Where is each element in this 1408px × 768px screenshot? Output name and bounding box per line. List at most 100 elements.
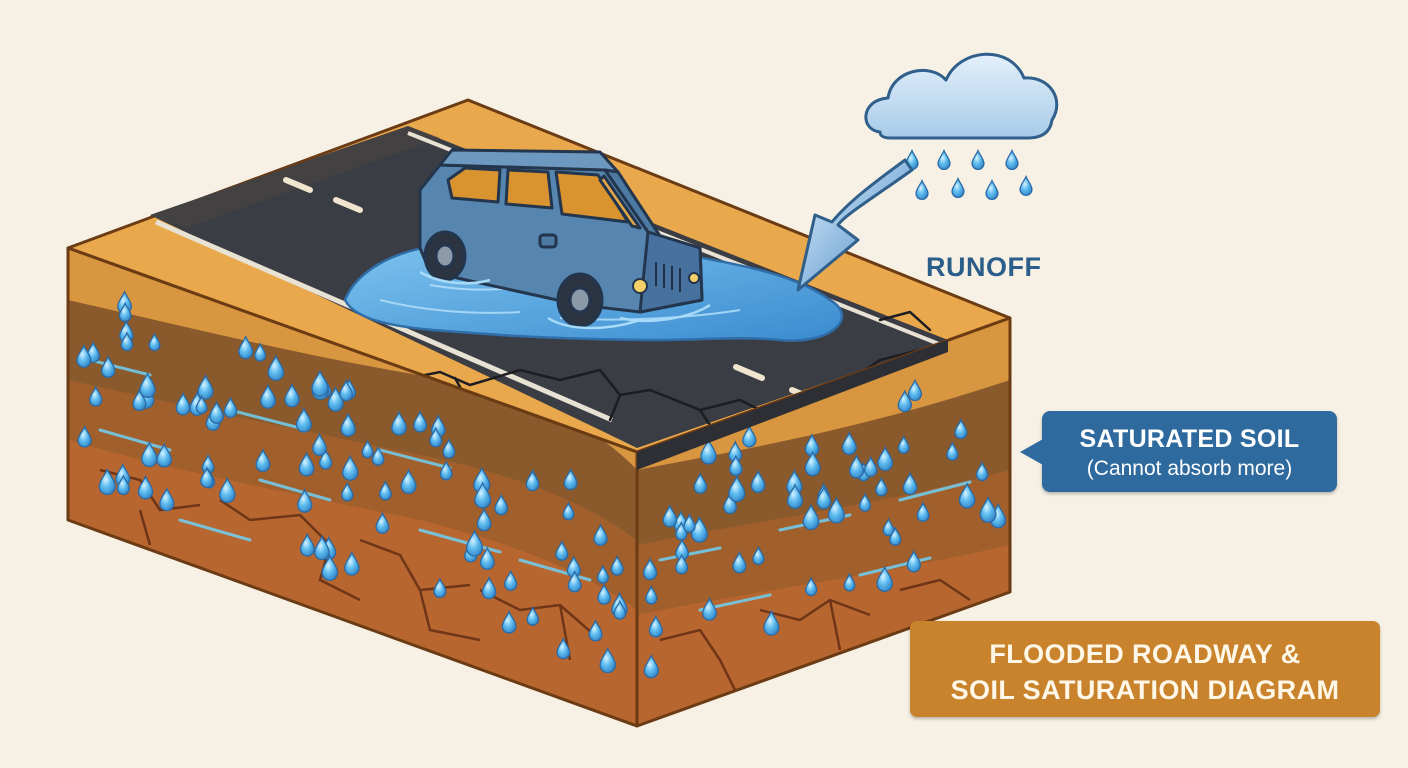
water-droplet-icon: [223, 396, 238, 418]
water-droplet-icon: [525, 469, 540, 492]
water-droplet-icon: [588, 618, 603, 642]
water-droplet-icon: [219, 476, 236, 504]
water-droplet-icon: [599, 646, 617, 674]
water-droplet-icon: [474, 481, 492, 509]
water-droplet-icon: [946, 441, 959, 461]
water-droplet-icon: [597, 582, 611, 605]
water-droplet-icon: [429, 426, 443, 448]
water-droplet-icon: [413, 410, 428, 433]
water-droplet-icon: [556, 637, 571, 660]
water-droplet-icon: [361, 439, 374, 459]
water-droplet-icon: [610, 554, 624, 576]
water-droplet-icon: [209, 400, 224, 424]
water-droplet-icon: [882, 517, 895, 537]
water-droplet-icon: [750, 469, 766, 493]
water-droplet-icon: [906, 549, 922, 573]
water-droplet-icon: [648, 614, 663, 638]
title-line-2: SOIL SATURATION DIAGRAM: [950, 675, 1340, 705]
water-droplet-icon: [683, 513, 696, 533]
water-droplet-icon: [298, 451, 315, 477]
water-droplet-icon: [267, 354, 285, 381]
water-droplet-icon: [897, 434, 910, 454]
water-droplet-icon: [195, 394, 208, 414]
callout-subtitle: (Cannot absorb more): [1086, 457, 1293, 480]
water-droplet-icon: [1005, 148, 1019, 170]
callout-title: SATURATED SOIL: [1079, 425, 1300, 453]
runoff-label: RUNOFF: [926, 252, 1042, 282]
water-droplet-icon: [76, 343, 92, 368]
water-droplet-icon: [439, 459, 453, 481]
water-droplet-icon: [563, 467, 578, 491]
water-droplet-icon: [311, 369, 329, 397]
water-droplet-icon: [433, 577, 447, 599]
car-icon: [418, 148, 704, 328]
water-droplet-icon: [693, 472, 708, 494]
water-droplet-icon: [742, 424, 757, 448]
water-droplet-icon: [816, 485, 832, 510]
water-droplet-icon: [77, 424, 92, 448]
water-droplet-icon: [391, 410, 407, 436]
water-droplet-icon: [562, 501, 575, 521]
water-droplet-icon: [700, 438, 717, 465]
water-droplet-icon: [98, 467, 116, 495]
water-droplet-icon: [254, 342, 267, 362]
water-droplet-icon: [503, 569, 518, 591]
water-droplet-icon: [341, 481, 354, 502]
water-droplet-icon: [137, 474, 154, 500]
water-droplet-icon: [238, 335, 254, 360]
water-droplet-icon: [642, 557, 658, 581]
water-droplet-icon: [494, 493, 509, 516]
water-droplet-icon: [465, 529, 484, 557]
water-droplet-icon: [340, 412, 356, 437]
water-droplet-icon: [786, 483, 804, 509]
water-droplet-icon: [371, 445, 385, 466]
water-droplet-icon: [858, 492, 872, 512]
water-droplet-icon: [120, 331, 134, 352]
water-droplet-icon: [876, 565, 894, 592]
water-droplet-icon: [752, 545, 765, 565]
water-droplet-icon: [379, 479, 392, 501]
water-droplet-icon: [729, 454, 743, 477]
water-droplet-icon: [526, 605, 540, 626]
water-droplet-icon: [375, 511, 390, 534]
water-droplet-icon: [296, 488, 313, 513]
water-droplet-icon: [344, 550, 360, 576]
water-droplet-icon: [613, 599, 627, 620]
water-droplet-icon: [89, 385, 103, 407]
water-droplet-icon: [958, 482, 976, 509]
water-droplet-icon: [476, 507, 492, 532]
water-droplet-icon: [567, 570, 582, 593]
water-droplet-icon: [319, 448, 333, 470]
water-droplet-icon: [675, 553, 689, 575]
water-droplet-icon: [299, 532, 315, 557]
water-droplet-icon: [915, 178, 929, 200]
water-droplet-icon: [979, 495, 997, 523]
water-droplet-icon: [260, 383, 276, 409]
water-droplet-icon: [321, 554, 339, 581]
water-droplet-icon: [848, 454, 865, 479]
water-droplet-icon: [889, 526, 902, 546]
water-droplet-icon: [863, 455, 878, 477]
water-droplet-icon: [732, 550, 747, 574]
water-droplet-icon: [593, 523, 608, 546]
water-droplet-icon: [118, 301, 132, 323]
water-droplet-icon: [702, 596, 718, 621]
wheel-ripples: [419, 270, 711, 330]
water-droplet-icon: [132, 388, 147, 411]
water-droplet-icon: [481, 575, 497, 600]
water-droplet-icon: [156, 442, 173, 468]
water-droplet-icon: [255, 448, 271, 473]
water-droplet-icon: [875, 476, 888, 497]
water-droplet-icon: [804, 576, 818, 596]
water-droplet-icon: [339, 379, 354, 402]
water-droplet-icon: [662, 504, 678, 528]
water-droplet-icon: [971, 148, 985, 170]
water-droplet-icon: [843, 572, 856, 592]
water-droplet-icon: [985, 178, 999, 200]
water-droplet-icon: [400, 468, 417, 494]
runoff-arrow-icon: [796, 158, 914, 292]
water-droplet-icon: [954, 418, 968, 440]
saturated-soil-callout: SATURATED SOIL (Cannot absorb more): [1020, 411, 1337, 492]
